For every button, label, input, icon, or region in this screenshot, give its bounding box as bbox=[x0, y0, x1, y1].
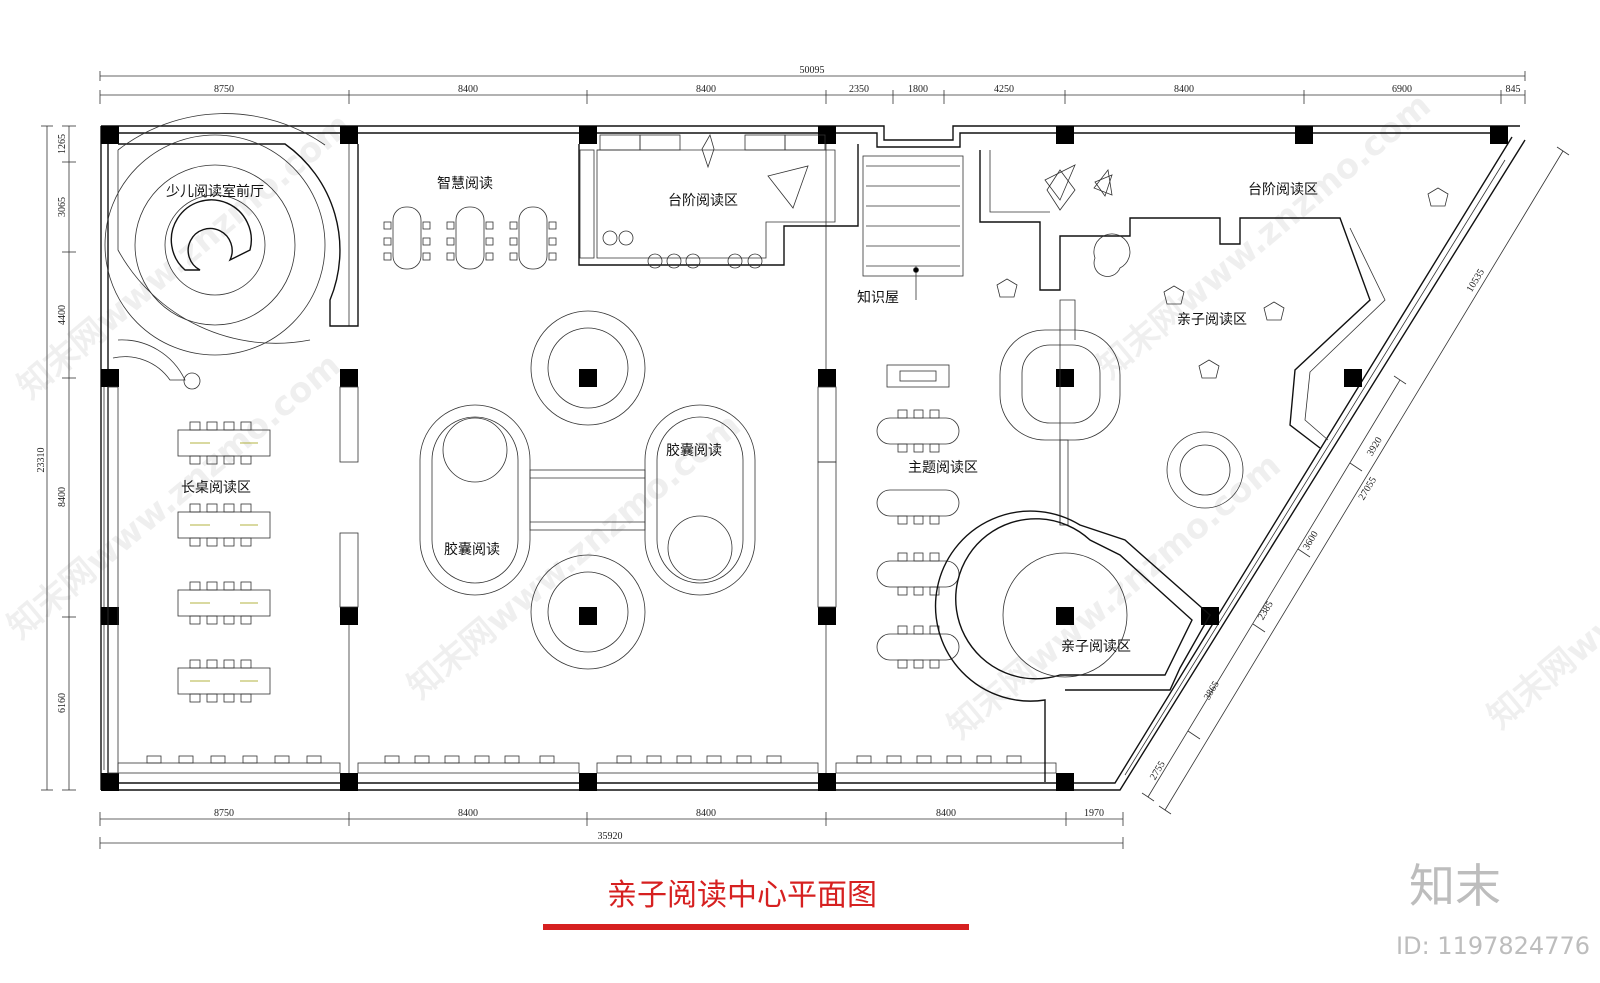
structural-column bbox=[101, 773, 119, 791]
dim-bottom: 8400 bbox=[458, 808, 478, 819]
watermark-text: 知末网www.znzmo.com bbox=[1480, 435, 1600, 737]
image-id-label: ID: 1197824776 bbox=[1396, 932, 1590, 960]
structural-column bbox=[1056, 773, 1074, 791]
drawing-title: 亲子阅读中心平面图 bbox=[607, 878, 877, 913]
brand-logo: 知末 bbox=[1409, 859, 1501, 913]
structural-column bbox=[818, 607, 836, 625]
structural-column bbox=[340, 369, 358, 387]
theme-reading-tables bbox=[876, 409, 960, 669]
dim-left: 3065 bbox=[57, 197, 68, 217]
dim-left: 4400 bbox=[57, 305, 68, 325]
knowledge-house-stairs bbox=[862, 155, 964, 388]
structural-column bbox=[579, 126, 597, 144]
dim-bottom: 1970 bbox=[1084, 808, 1104, 819]
structural-column bbox=[818, 126, 836, 144]
dim-top: 8400 bbox=[458, 84, 478, 95]
structural-column bbox=[101, 126, 119, 144]
dim-diagonal: 3865 bbox=[1202, 679, 1222, 702]
dim-bottom: 8750 bbox=[214, 808, 234, 819]
room-label-theme: 主题阅读区 bbox=[908, 459, 978, 476]
dim-top: 2350 bbox=[849, 84, 869, 95]
watermark-text: 知末网www.znzmo.com bbox=[940, 445, 1289, 747]
room-label-smart: 智慧阅读 bbox=[437, 175, 493, 192]
dim-left-total: 23310 bbox=[36, 448, 47, 473]
dim-top: 6900 bbox=[1392, 84, 1412, 95]
structural-column bbox=[1056, 369, 1074, 387]
capsule-reading-area bbox=[419, 310, 756, 670]
drawing-title-block: 亲子阅读中心平面图 bbox=[543, 878, 969, 930]
room-label-parent-child-1: 亲子阅读区 bbox=[1177, 311, 1247, 328]
structural-column bbox=[579, 773, 597, 791]
title-underline bbox=[543, 924, 969, 930]
dim-diagonal: 3920 bbox=[1365, 435, 1385, 458]
room-label-knowledge: 知识屋 bbox=[857, 289, 899, 306]
dim-top: 1800 bbox=[908, 84, 928, 95]
room-label-step-read-1: 台阶阅读区 bbox=[668, 192, 738, 209]
dim-left: 1265 bbox=[57, 134, 68, 154]
dim-top: 845 bbox=[1506, 84, 1521, 95]
long-table-reading-area bbox=[177, 421, 271, 703]
dimension-lines: 50095 8750 8400 8400 2350 1800 4250 8400… bbox=[36, 65, 1570, 849]
structural-column bbox=[340, 126, 358, 144]
dim-top: 8400 bbox=[696, 84, 716, 95]
dim-top: 4250 bbox=[994, 84, 1014, 95]
structural-column bbox=[1056, 607, 1074, 625]
structural-column bbox=[818, 369, 836, 387]
structural-column bbox=[1295, 126, 1313, 144]
partitions bbox=[107, 144, 1057, 774]
dim-top: 8400 bbox=[1174, 84, 1194, 95]
dim-bottom: 8400 bbox=[696, 808, 716, 819]
room-label-front-hall: 少儿阅读室前厅 bbox=[166, 183, 264, 200]
structural-column bbox=[1344, 369, 1362, 387]
room-label-step-read-2: 台阶阅读区 bbox=[1248, 181, 1318, 198]
room-label-capsule-1: 胶囊阅读 bbox=[666, 442, 722, 459]
dim-left: 6160 bbox=[57, 693, 68, 713]
structural-column bbox=[340, 607, 358, 625]
structural-column bbox=[818, 773, 836, 791]
room-label-capsule-2: 胶囊阅读 bbox=[444, 541, 500, 558]
structural-column bbox=[101, 607, 119, 625]
dim-top: 8750 bbox=[214, 84, 234, 95]
front-hall-area bbox=[104, 113, 359, 390]
smart-reading-tables bbox=[383, 206, 557, 270]
dim-diagonal: 3600 bbox=[1301, 529, 1321, 552]
dim-diagonal: 2385 bbox=[1256, 599, 1276, 622]
dim-bottom: 8400 bbox=[936, 808, 956, 819]
dim-left: 8400 bbox=[57, 487, 68, 507]
bench-seats bbox=[146, 755, 1022, 764]
structural-column bbox=[340, 773, 358, 791]
room-label-long-table: 长桌阅读区 bbox=[181, 479, 251, 496]
dim-diagonal-outer: 10535 bbox=[1465, 267, 1487, 294]
dim-bottom-total: 35920 bbox=[598, 831, 623, 842]
dim-diagonal: 2755 bbox=[1148, 759, 1168, 782]
dim-diagonal-total: 27055 bbox=[1357, 475, 1379, 502]
room-label-parent-child-2: 亲子阅读区 bbox=[1061, 638, 1131, 655]
structural-column bbox=[1490, 126, 1508, 144]
room-labels: 少儿阅读室前厅 智慧阅读 台阶阅读区 台阶阅读区 知识屋 亲子阅读区 胶囊阅读 … bbox=[166, 175, 1318, 655]
parent-child-area-1 bbox=[979, 150, 1449, 526]
step-reading-area-1 bbox=[578, 133, 859, 269]
structural-column bbox=[1056, 126, 1074, 144]
dim-top-total: 50095 bbox=[800, 65, 825, 76]
parent-child-area-2 bbox=[934, 510, 1211, 782]
structural-column bbox=[101, 369, 119, 387]
